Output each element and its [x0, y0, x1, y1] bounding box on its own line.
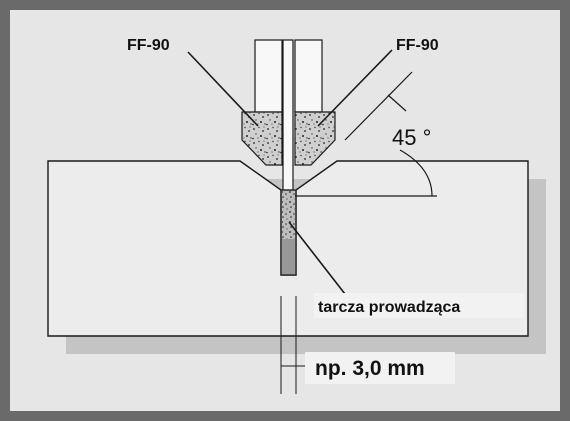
- angle-extension-line: [344, 71, 413, 141]
- left-insert-label: FF-90: [127, 37, 170, 54]
- right-insert-label: FF-90: [396, 37, 439, 54]
- width-label-bg: [305, 352, 455, 384]
- blade-left-strip: [254, 39, 283, 113]
- blade-right-strip: [294, 39, 323, 113]
- guide-disc-label: tarcza prowadząca: [318, 299, 460, 316]
- guide-disc-label-bg: [314, 293, 524, 318]
- right-insert-leader: [317, 49, 393, 127]
- width-label: np. 3,0 mm: [315, 357, 425, 380]
- guide-disc-texture: [282, 191, 295, 239]
- angle-label: 45 °: [392, 125, 431, 150]
- right-insert-ff90: [294, 111, 336, 166]
- left-insert-leader: [187, 51, 259, 127]
- blade-center-strip: [282, 39, 294, 191]
- angle-arc: [399, 149, 433, 197]
- left-insert-ff90: [241, 111, 283, 166]
- angle-tick: [387, 94, 407, 112]
- guide-disc-leader: [288, 221, 346, 295]
